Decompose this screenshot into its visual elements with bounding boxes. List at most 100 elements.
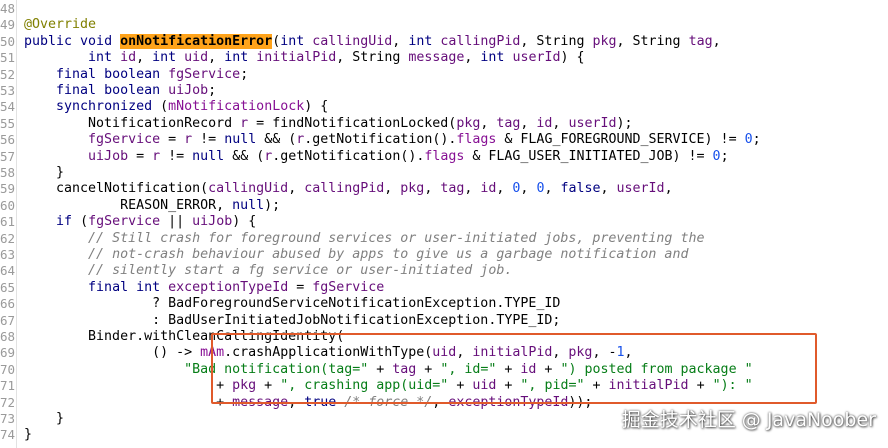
string-token: "): ": [712, 378, 753, 394]
comment-token: // silently start a fg service or user-i…: [88, 263, 513, 279]
code-token: && (: [264, 132, 297, 148]
variable-token: r: [296, 132, 305, 148]
keyword-token: int: [136, 279, 169, 295]
variable-token: callingPid: [440, 33, 521, 49]
string-token: ", id=": [440, 361, 497, 377]
line-number: 63: [0, 247, 16, 262]
variable-token: fgService: [168, 66, 241, 82]
variable-token: initialPid: [608, 378, 689, 394]
code-token: [24, 149, 88, 164]
code-token: (: [272, 33, 281, 49]
code-token: ||: [160, 214, 193, 230]
string-token: ") posted from package ": [560, 361, 753, 377]
code-token: , -: [592, 345, 617, 361]
line-number: 54: [0, 99, 16, 115]
line-number: 56: [0, 132, 16, 148]
code-token: );: [264, 197, 281, 213]
variable-token: fgService: [312, 279, 385, 295]
code-line: + pkg + ", crashing app(uid=" + uid + ",…: [24, 378, 753, 394]
code-token: & FLAG_FOREGROUND_SERVICE) !=: [496, 132, 745, 148]
code-token: =: [160, 132, 185, 148]
code-token: : BadUserInitiatedJobNotificationExcepti…: [24, 312, 561, 328]
line-number: 62: [0, 230, 16, 246]
variable-token: initialPid: [256, 50, 337, 66]
code-line: // silently start a fg service or user-i…: [24, 263, 512, 279]
variable-token: id: [120, 50, 137, 66]
line-number: 71: [0, 378, 16, 394]
code-token: [24, 99, 56, 114]
line-number: 65: [0, 279, 16, 295]
code-token: ,: [664, 181, 673, 197]
variable-token: tag: [688, 33, 713, 49]
code-token: ,: [288, 181, 305, 197]
code-line: public void onNotificationError(int call…: [24, 33, 721, 50]
variable-token: uid: [184, 50, 209, 66]
code-token: ,: [384, 181, 401, 197]
code-token: , String: [520, 33, 593, 49]
code-token: ,: [544, 181, 561, 197]
code-token: && (: [232, 148, 265, 164]
code-token: ;: [240, 66, 249, 82]
code-token: ? BadForegroundServiceNotificationExcept…: [24, 296, 561, 312]
string-token: ", pid=": [520, 378, 585, 394]
line-number: 64: [0, 263, 16, 279]
keyword-token: int: [224, 50, 257, 66]
number-token: 1: [616, 345, 625, 361]
code-token: ,: [520, 115, 537, 131]
code-token: .getNotification().: [272, 148, 425, 164]
variable-token: callingUid: [312, 33, 393, 49]
line-number: 74: [0, 427, 16, 443]
string-token: ", crashing app(uid=": [280, 378, 449, 394]
line-number: 49: [0, 17, 16, 33]
code-token: ,: [208, 50, 225, 66]
code-line: final boolean uiJob;: [24, 83, 216, 99]
variable-token: userId: [616, 181, 665, 197]
code-token: ,: [136, 50, 153, 66]
variable-token: r: [240, 115, 249, 131]
code-token: [24, 50, 88, 65]
line-number: 57: [0, 148, 16, 164]
code-token: [24, 83, 56, 98]
code-token: ) {: [304, 99, 329, 115]
code-line: : BadUserInitiatedJobNotificationExcepti…: [24, 313, 560, 329]
code-token: .getNotification().: [304, 132, 457, 148]
highlight-box: [211, 333, 817, 404]
code-token: [24, 247, 88, 262]
code-token: ,: [520, 181, 537, 197]
code-token: , String: [336, 50, 409, 66]
keyword-token: int: [280, 33, 313, 49]
line-number: 51: [0, 50, 16, 66]
variable-token: uiJob: [168, 83, 209, 98]
code-line: REASON_ERROR, null);: [24, 198, 280, 214]
keyword-token: int: [408, 33, 441, 49]
code-line: NotificationRecord r = findNotificationL…: [24, 115, 632, 132]
code-token: +: [368, 361, 393, 377]
variable-token: tag: [496, 115, 521, 131]
code-token: ,: [424, 181, 441, 197]
code-token: ) {: [560, 50, 585, 66]
code-token: +: [24, 378, 233, 394]
variable-token: pkg: [456, 115, 481, 131]
variable-token: pkg: [592, 33, 617, 49]
code-line: () -> mAm.crashApplicationWithType(uid, …: [24, 345, 632, 361]
variable-token: userId: [512, 50, 561, 66]
field-token: flags: [456, 132, 497, 148]
code-token: =: [128, 148, 153, 164]
variable-token: fgService: [88, 214, 161, 230]
code-token: !=: [160, 148, 193, 164]
variable-token: r: [264, 148, 273, 164]
variable-token: uid: [432, 345, 457, 361]
code-token: ,: [712, 33, 721, 49]
code-line: }: [24, 165, 64, 181]
keyword-token: void: [80, 33, 121, 49]
code-token: +: [496, 361, 521, 377]
line-number: 73: [0, 411, 16, 426]
code-line: uiJob = r != null && (r.getNotification(…: [24, 149, 729, 165]
code-token: }: [24, 427, 33, 443]
variable-token: uid: [472, 378, 497, 394]
code-token: ,: [392, 33, 409, 49]
watermark: 掘金技术社区 @ JavaNoober: [621, 409, 876, 431]
variable-token: uiJob: [88, 148, 129, 164]
